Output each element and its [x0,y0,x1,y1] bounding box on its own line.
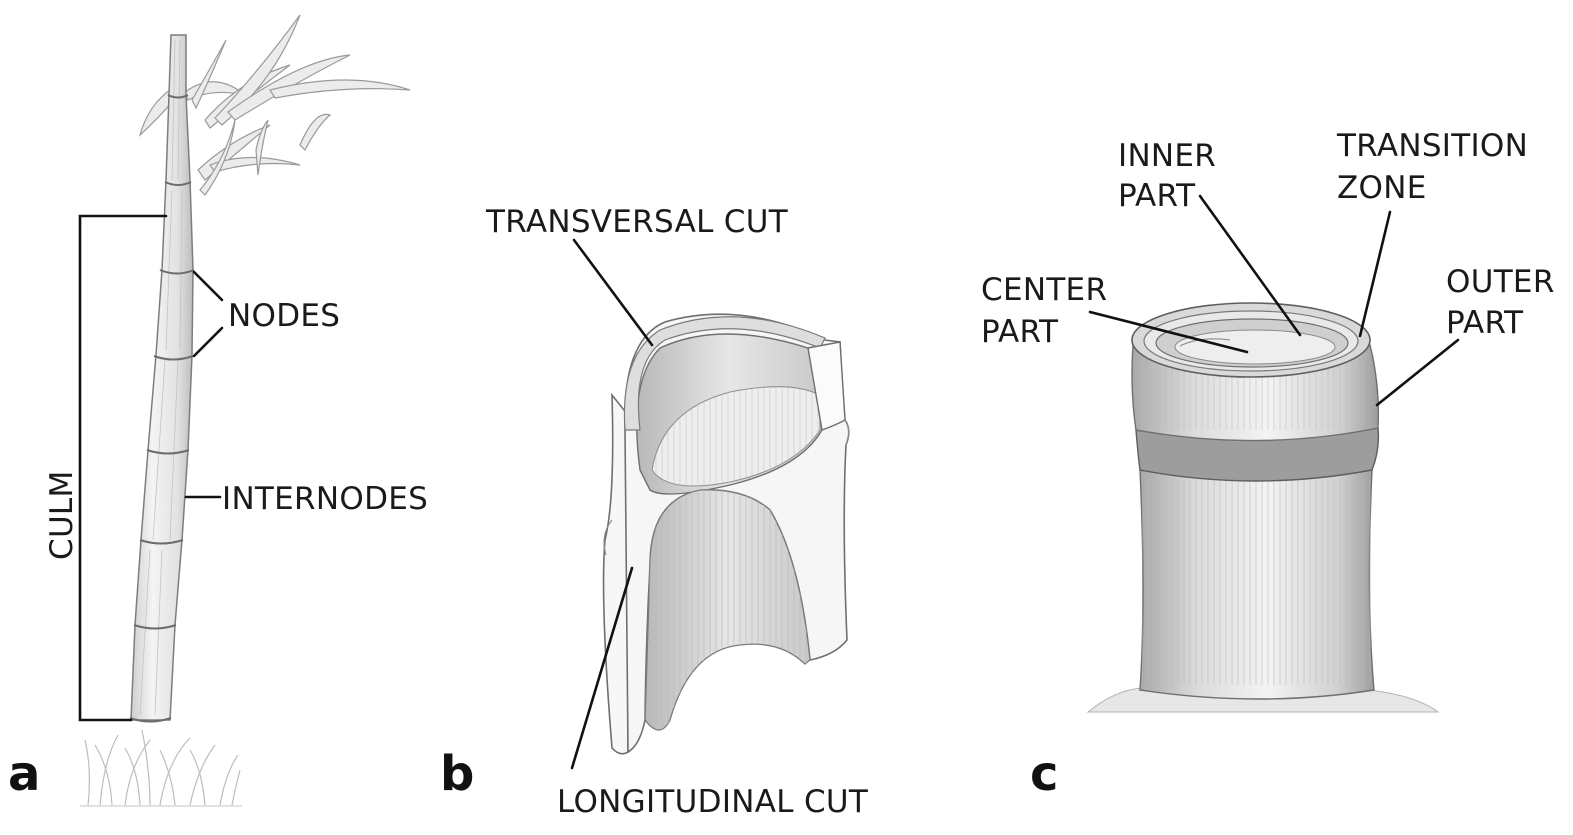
panel-b-letter: b [440,746,474,802]
panel-a-letter: a [8,746,40,802]
nodes-leader-upper [192,270,224,302]
panel-a-bamboo-plant: NODES INTERNODES CULM a [8,14,428,807]
inner-part-leader [1198,194,1302,337]
center-part-disc [1174,329,1336,365]
center-part-label-line1: CENTER [981,272,1107,308]
nodes-label: NODES [228,298,340,334]
center-part-label-line2: PART [981,314,1059,350]
nodes-leader-lower [192,326,224,358]
panel-c-cylinder: INNER PART TRANSITION ZONE CENTER PART O… [981,128,1555,802]
outer-part-label-line1: OUTER [1446,264,1555,300]
culm-node-rings [129,94,195,723]
rim-band [623,316,826,431]
transversal-cut-label: TRANSVERSAL CUT [485,204,789,240]
culm-texture [139,39,183,716]
panel-b-cut-section: TRANSVERSAL CUT LONGITUDINAL CUT b [440,204,869,820]
culm-stem [130,34,194,721]
cut-wall-end [807,341,846,431]
lower-cylinder-texture [1142,480,1372,685]
inner-part-label-line1: INNER [1118,138,1216,174]
inner-part-label-line2: PART [1118,178,1196,214]
panel-c-letter: c [1030,746,1058,802]
transition-zone-label-line2: ZONE [1337,170,1427,206]
transversal-cut-leader [572,238,654,347]
outer-part-leader [1375,338,1460,407]
node-bump-right [844,419,850,446]
longitudinal-cut-label: LONGITUDINAL CUT [557,784,869,820]
longitudinal-cut-leader [570,566,634,770]
cavity-floor-hatch [652,386,820,486]
culm-bracket [78,214,168,722]
grass-tuft [80,729,242,807]
bamboo-leaves [138,14,411,196]
center-part-leader [1088,310,1249,354]
internodes-label: INTERNODES [222,481,428,517]
culm-label: CULM [44,470,80,560]
node-bump-left [603,519,613,556]
lower-cavity-hatch [645,489,810,730]
transition-zone-leader [1358,210,1392,338]
outer-part-label-line2: PART [1446,305,1524,341]
transition-zone-label-line1: TRANSITION [1336,128,1528,164]
